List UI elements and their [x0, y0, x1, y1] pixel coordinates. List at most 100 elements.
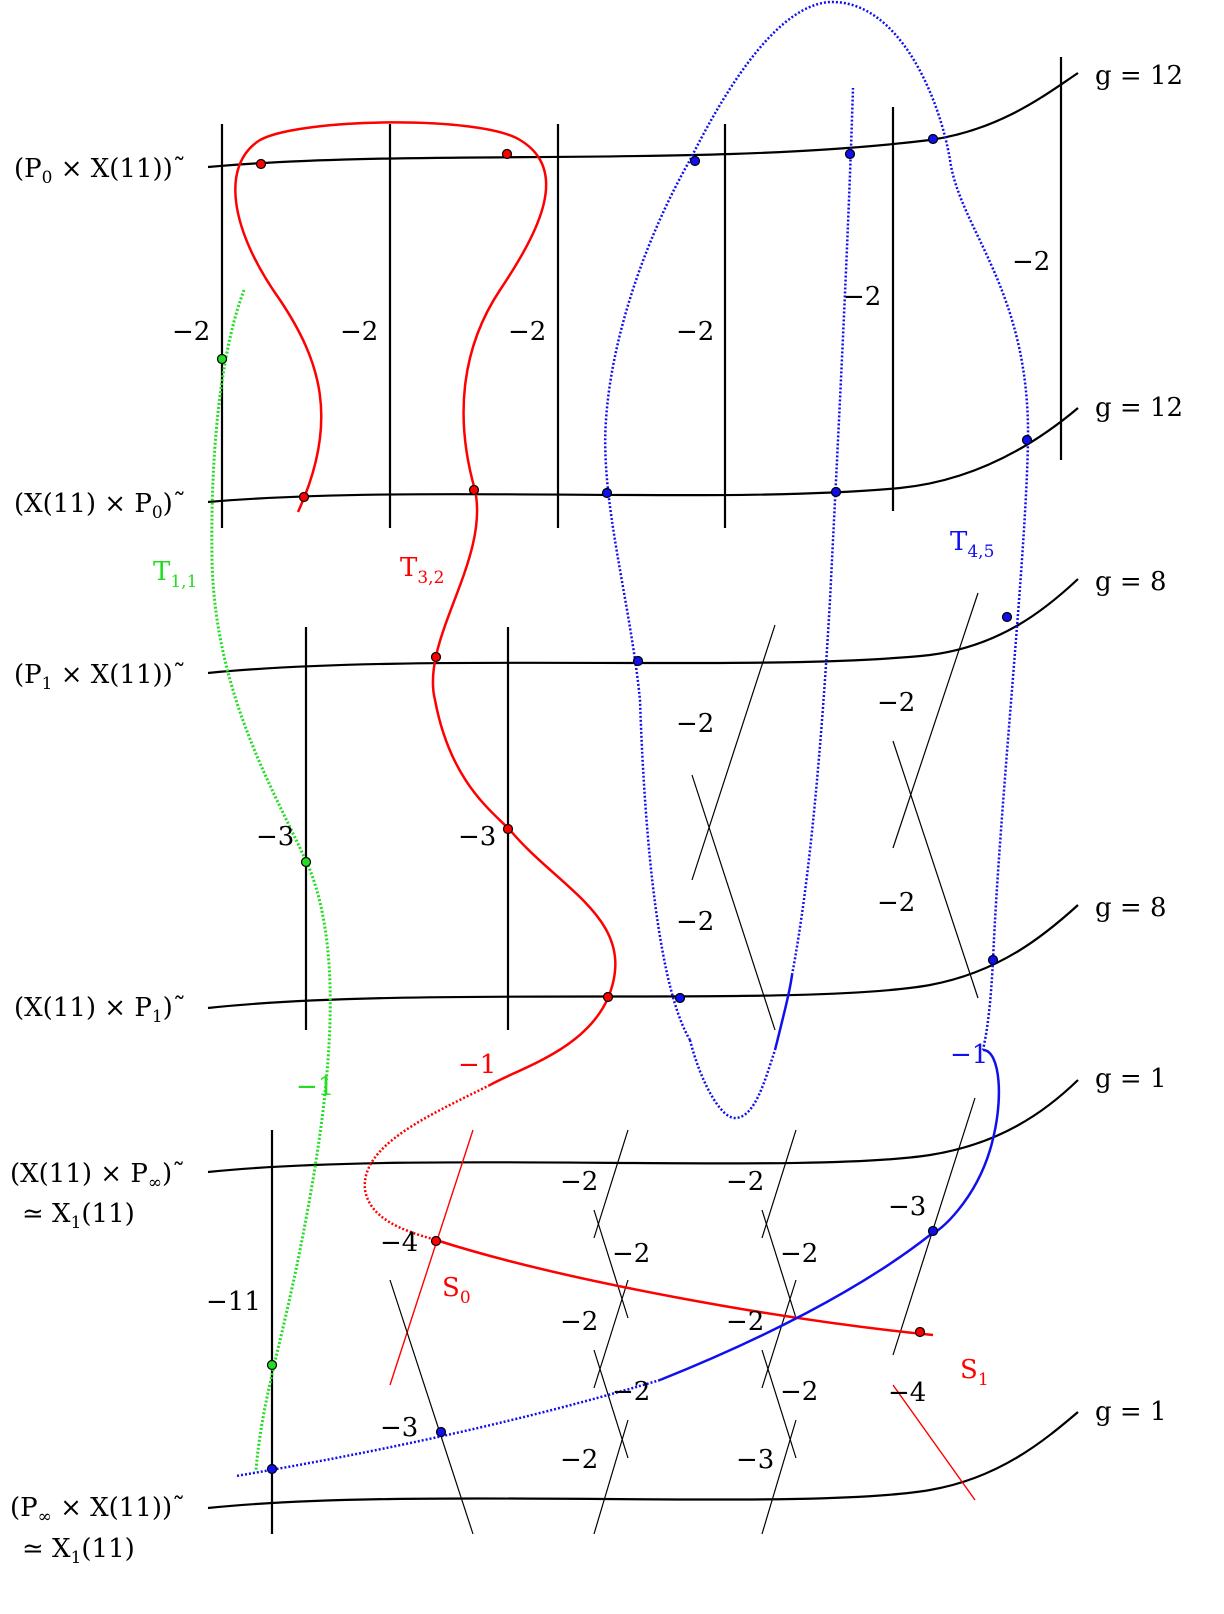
curve-t45-bottom-loop — [688, 1039, 777, 1120]
curve-t45-right-solid — [659, 1048, 1001, 1382]
fibre-label: (X(11) × P1)˜ — [14, 993, 186, 1027]
bottom-number: −2 — [612, 1377, 650, 1407]
curve-t11 — [210, 289, 332, 1471]
fibre-pinf-x11 — [207, 1411, 1079, 1510]
fibre-label: (X(11) × P0)˜ — [14, 489, 186, 523]
curve-t45-inner-dotted — [790, 87, 855, 976]
genus-label: g = 12 — [1095, 61, 1183, 91]
mid-cross-2a — [892, 592, 979, 849]
zig-2a — [761, 1129, 797, 1239]
point-red — [502, 823, 514, 835]
point-red — [430, 651, 442, 663]
top-number: −2 — [843, 282, 881, 312]
mid-cross-2b — [892, 740, 979, 999]
point-red — [298, 491, 310, 503]
curve-self-intersections: −1 −1 −1 −4 −4 — [296, 1040, 988, 1408]
genus-labels: g = 12 g = 12 g = 8 g = 8 g = 1 g = 1 — [1095, 61, 1183, 1427]
zig-1e — [593, 1419, 629, 1535]
fibre-iso-label: ≃ X1(11) — [22, 1534, 135, 1568]
point-red — [501, 148, 513, 160]
fibre-label: (P∞ × X(11))˜ — [10, 1493, 185, 1527]
top-number: −2 — [1012, 247, 1050, 277]
top-number: −2 — [172, 317, 210, 347]
middle-block-numbers: −3 −3 −2 −2 −2 −2 — [256, 688, 915, 937]
point-blue — [844, 148, 856, 160]
point-blue — [927, 133, 939, 145]
bottom-number: −3 — [380, 1413, 418, 1443]
middle-number: −2 — [877, 688, 915, 718]
point-blue — [435, 1426, 447, 1438]
t32-self-intersection: −1 — [458, 1050, 496, 1080]
bot-line-3a — [389, 1279, 474, 1535]
intersection-points — [216, 133, 1033, 1475]
curve-t45-tail-dotted — [235, 1378, 661, 1478]
point-blue — [674, 992, 686, 1004]
middle-number: −3 — [256, 822, 294, 852]
genus-label: g = 1 — [1095, 1397, 1167, 1427]
zig-2c — [761, 1279, 797, 1389]
fibre-label: (X(11) × P∞)˜ — [10, 1159, 185, 1193]
bottom-number: −11 — [206, 1287, 261, 1317]
bot-line-s1 — [892, 1384, 976, 1501]
s0-self-intersection: −4 — [380, 1228, 418, 1258]
genus-label: g = 12 — [1095, 393, 1183, 423]
t11-self-intersection: −1 — [296, 1072, 334, 1102]
curve-name-s0: S0 — [442, 1273, 471, 1308]
middle-number: −2 — [877, 888, 915, 918]
point-green — [216, 353, 228, 365]
genus-label: g = 8 — [1095, 567, 1167, 597]
bottom-number: −2 — [560, 1167, 598, 1197]
genus-label: g = 1 — [1095, 1064, 1167, 1094]
curve-t32-tail — [435, 1238, 934, 1337]
middle-number: −2 — [676, 709, 714, 739]
point-red — [468, 484, 480, 496]
middle-number: −3 — [458, 822, 496, 852]
bottom-number: −3 — [888, 1192, 926, 1222]
point-green — [300, 856, 312, 868]
point-red — [430, 1235, 442, 1247]
point-blue — [689, 155, 701, 167]
fibre-p0-x11 — [207, 72, 1079, 169]
point-blue — [927, 1225, 939, 1237]
s1-self-intersection: −4 — [888, 1378, 926, 1408]
bot-line-s0 — [389, 1129, 474, 1386]
point-blue — [830, 486, 842, 498]
genus-label: g = 8 — [1095, 893, 1167, 923]
curve-t45-loop — [604, 0, 1030, 1051]
t45-self-intersection: −1 — [950, 1040, 988, 1070]
curve-name-s1: S1 — [960, 1355, 989, 1390]
point-blue — [1021, 434, 1033, 446]
mid-cross-1b — [691, 774, 776, 1031]
top-number: −2 — [508, 317, 546, 347]
bottom-number: −2 — [726, 1307, 764, 1337]
mid-cross-1a — [691, 624, 776, 881]
top-number: −2 — [340, 317, 378, 347]
point-red — [255, 158, 267, 170]
bottom-number: −2 — [612, 1239, 650, 1269]
fibre-x11-p1 — [207, 904, 1079, 1010]
point-blue — [601, 487, 613, 499]
zig-2b — [761, 1209, 797, 1319]
fibre-iso-label: ≃ X1(11) — [22, 1199, 135, 1233]
bottom-number: −3 — [736, 1445, 774, 1475]
point-blue — [266, 1463, 278, 1475]
top-block-numbers: −2 −2 −2 −2 −2 −2 — [172, 247, 1050, 347]
top-number: −2 — [676, 317, 714, 347]
fibre-label: (P0 × X(11))˜ — [14, 154, 186, 188]
zig-2e — [761, 1419, 797, 1535]
fibre-label: (P1 × X(11))˜ — [14, 660, 186, 694]
zig-1a — [593, 1129, 629, 1239]
point-blue — [1001, 611, 1013, 623]
bottom-block-numbers: −11 −3 −3 −2 −2 −2 −2 −2 −2 −2 −2 −2 −3 — [206, 1167, 926, 1475]
point-green — [266, 1359, 278, 1371]
curve-t45-inner — [773, 974, 794, 1051]
bottom-number: −2 — [560, 1445, 598, 1475]
fibre-x11-p0 — [207, 407, 1079, 504]
curve-name-t45: T4,5 — [950, 527, 994, 562]
curve-name-t11: T1,1 — [153, 557, 197, 592]
point-red — [602, 991, 614, 1003]
bottom-number: −2 — [780, 1377, 818, 1407]
fibre-p1-x11 — [207, 578, 1079, 675]
middle-number: −2 — [676, 907, 714, 937]
